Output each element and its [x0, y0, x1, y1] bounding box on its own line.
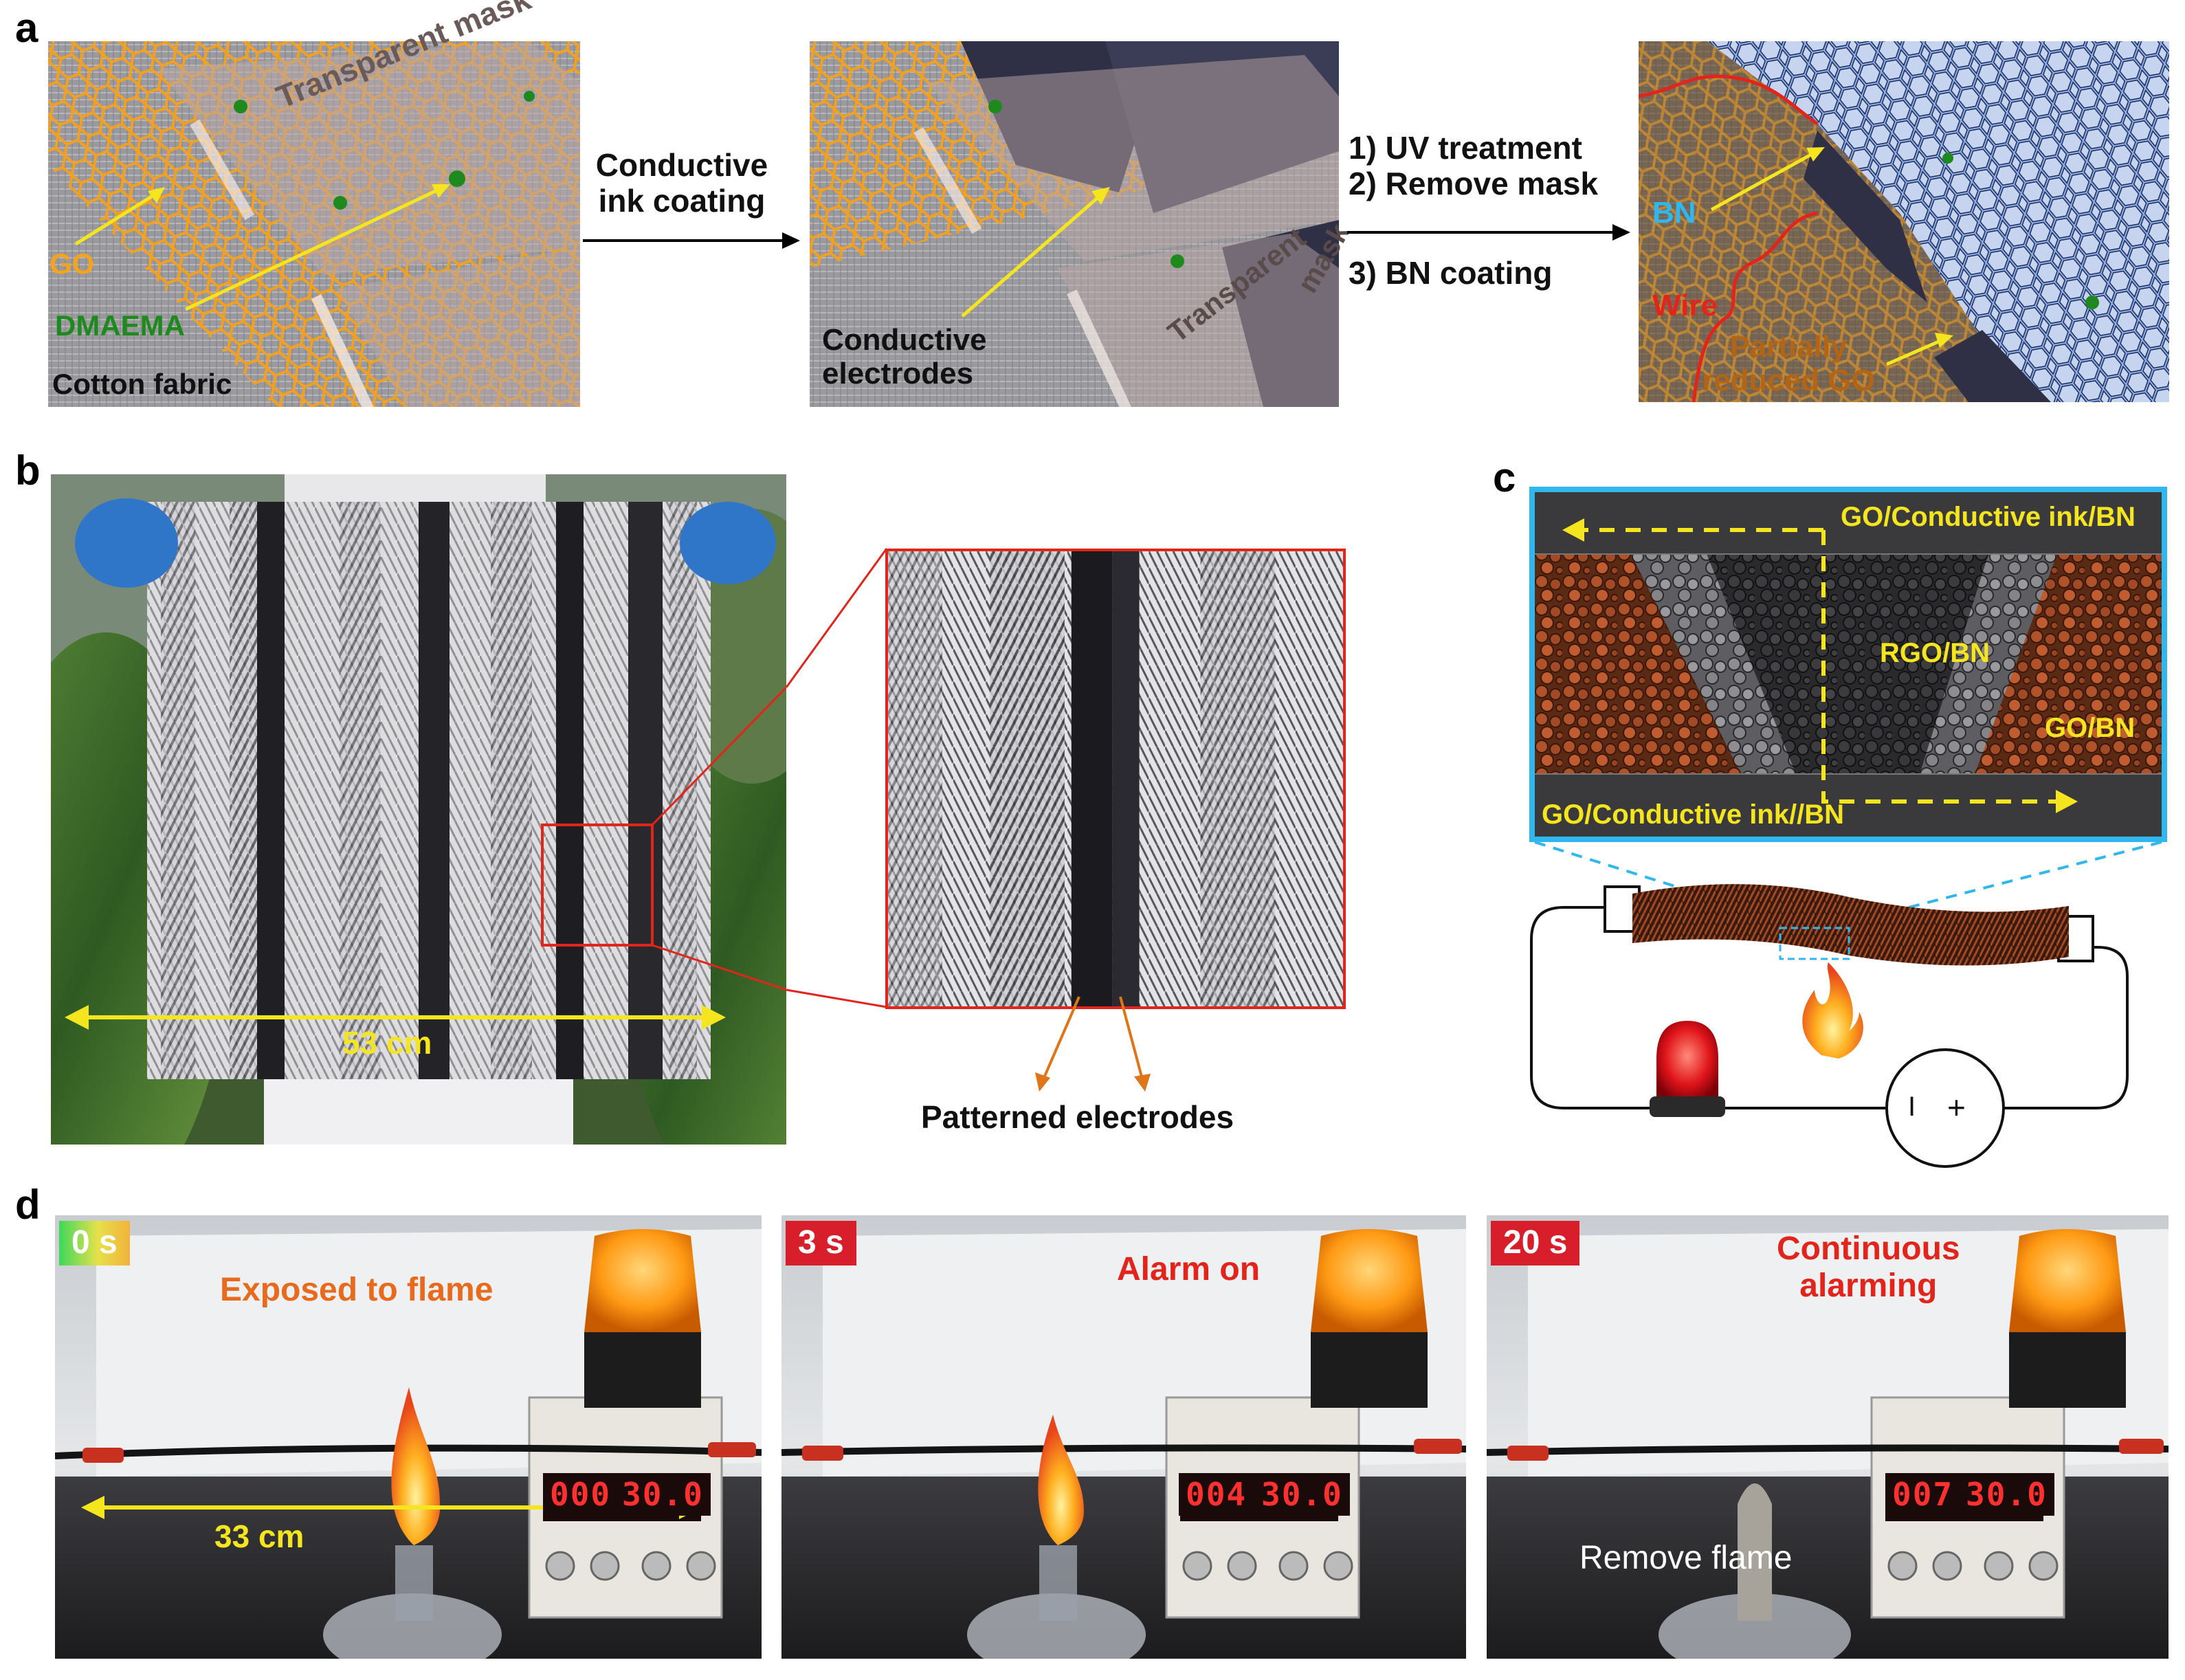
frame1-lcd-current: 004 [1179, 1473, 1254, 1516]
panel-letter-d: d [15, 1182, 41, 1228]
frame1-lcd-voltage: 30.0 [1254, 1473, 1350, 1516]
cotton-fabric-label: Cotton fabric [52, 368, 232, 400]
dmaema-label: DMAEMA [55, 309, 185, 342]
panel-d-frame-0s [55, 1215, 762, 1659]
panel-b-zoom-inset [885, 549, 1346, 1009]
battery-minus-symbol: I [1908, 1092, 1916, 1122]
fabric-width-label: 53 cm [342, 1025, 432, 1061]
arrow2-steps-top: 1) UV treatment 2) Remove mask [1349, 130, 1599, 201]
c-right-label: GO/BN [2045, 713, 2136, 743]
frame2-lcd-voltage: 30.0 [1959, 1473, 2054, 1516]
partially-reduced-go-line2: reduced GO [1702, 364, 1875, 398]
c-bottom-label: GO/Conductive ink//BN [1542, 799, 1845, 830]
partially-reduced-go-line1: Partially [1729, 330, 1848, 364]
frame0-lcd-voltage: 30.0 [615, 1473, 711, 1516]
partially-reduced-go-label: Partially reduced GO [1702, 330, 1875, 398]
arrow1-label-line1: Conductive [595, 147, 768, 183]
panel-a-image-conductive-electrodes [810, 41, 1339, 407]
panel-letter-b: b [15, 447, 41, 494]
panel-d-frame-20s [1487, 1215, 2169, 1659]
bn-label: BN [1652, 196, 1696, 230]
frame2-lcd-current: 007 [1885, 1473, 1961, 1516]
arrow1-label-line2: ink coating [598, 182, 766, 219]
frame2-caption-line1: Continuous [1777, 1230, 1960, 1267]
panel-letter-a: a [15, 5, 38, 51]
frame1-time-badge: 3 s [786, 1221, 856, 1265]
frame2-note: Remove flame [1579, 1540, 1793, 1576]
arrow1-icon [583, 232, 800, 249]
battery-plus-symbol: + [1947, 1090, 1966, 1125]
c-center-label: RGO/BN [1880, 638, 1990, 668]
frame1-caption: Alarm on [1117, 1251, 1261, 1287]
frame2-caption: Continuous alarming [1777, 1230, 1960, 1305]
step-remove-mask: 2) Remove mask [1349, 165, 1599, 201]
panel-c-micrograph [1529, 487, 2167, 842]
conductive-electrodes-label: Conductive electrodes [822, 323, 987, 391]
panel-a-image-bn-coated [1639, 41, 2169, 402]
arrow2-icon [1347, 224, 1630, 241]
panel-d-frame-3s [781, 1215, 1466, 1659]
patterned-electrodes-caption: Patterned electrodes [921, 1099, 1234, 1135]
step-bn-coating: 3) BN coating [1349, 255, 1553, 291]
frame0-length-label: 33 cm [214, 1518, 304, 1554]
frame2-caption-line2: alarming [1799, 1267, 1938, 1304]
frame0-caption: Exposed to flame [220, 1272, 493, 1308]
frame2-time-badge: 20 s [1491, 1221, 1580, 1265]
panel-a-image-go-fabric [48, 41, 580, 407]
frame0-lcd-current: 000 [543, 1473, 619, 1516]
frame0-time-badge: 0 s [59, 1221, 130, 1265]
panel-b-photo-fabric [51, 474, 786, 1145]
go-label: GO [49, 247, 95, 280]
panel-letter-c: c [1493, 454, 1516, 500]
conductive-electrodes-line1: Conductive [822, 323, 987, 357]
c-top-label: GO/Conductive ink/BN [1841, 502, 2136, 532]
arrow1-label: Conductive ink coating [590, 147, 774, 219]
conductive-electrodes-line2: electrodes [822, 357, 974, 391]
wire-label: Wire [1652, 289, 1718, 322]
step-uv-treatment: 1) UV treatment [1349, 130, 1582, 166]
